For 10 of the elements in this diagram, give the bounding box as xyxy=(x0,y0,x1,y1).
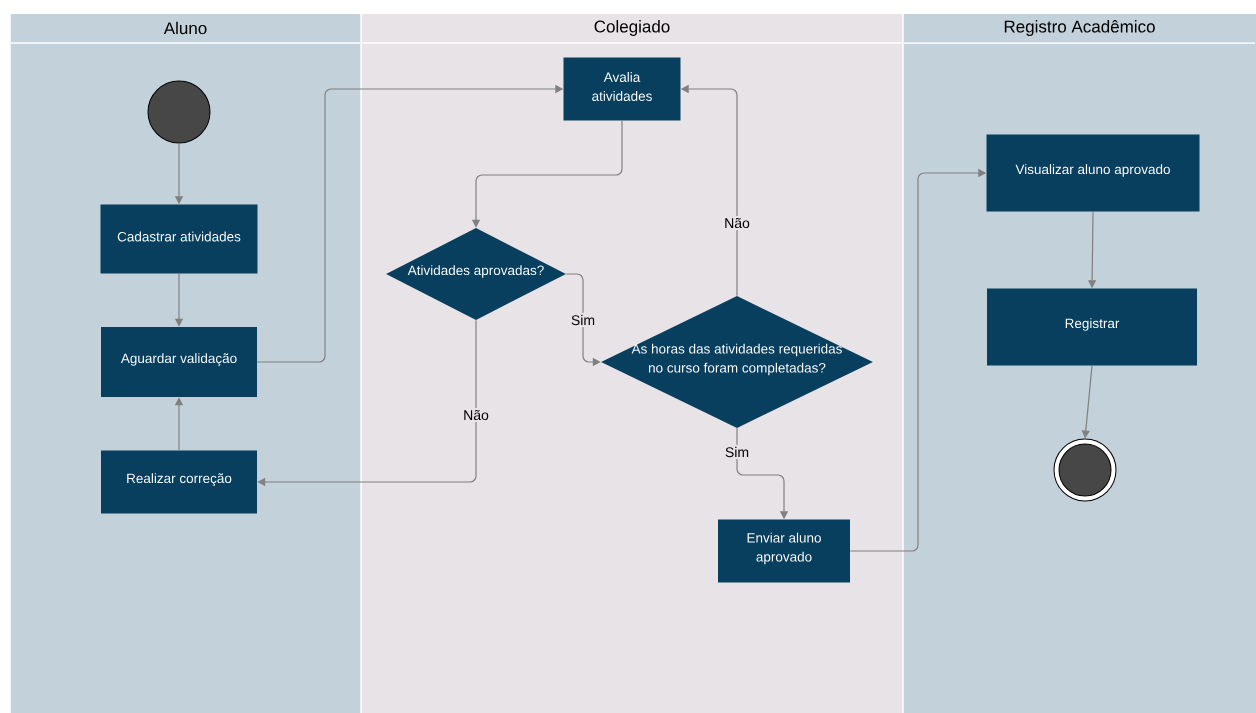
action-box: Enviar aluno aprovado xyxy=(718,519,850,583)
action-box: Realizar correção xyxy=(101,450,257,514)
action-box: Visualizar aluno aprovado xyxy=(986,134,1200,212)
action-box: Registrar xyxy=(987,288,1197,366)
action-box: Avalia atividades xyxy=(563,57,681,121)
start-circle xyxy=(147,80,211,144)
action-box: Cadastrar atividades xyxy=(100,204,258,274)
arrow xyxy=(257,319,477,487)
action-box: Aguardar validação xyxy=(101,327,257,397)
end-circle xyxy=(1053,438,1117,502)
